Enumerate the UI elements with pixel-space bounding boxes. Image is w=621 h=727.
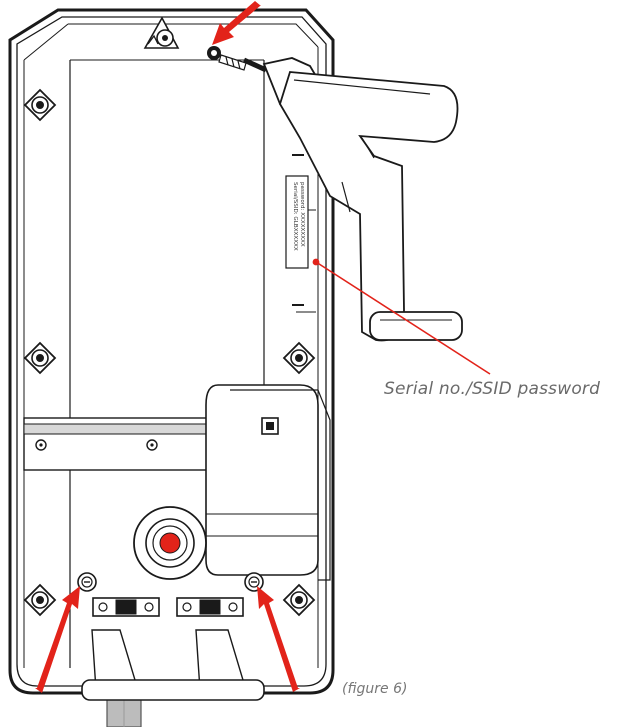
bottom-glands [81, 597, 265, 701]
round-connector [133, 506, 207, 580]
din-rail [23, 417, 209, 471]
mounting-bosses [23, 88, 316, 617]
bottom-screws [77, 572, 264, 592]
sticker-line2: password: XXXXXXXXX [299, 182, 305, 247]
serial-sticker: Serial/SSID: GLBXXXXXX password: XXXXXXX… [285, 175, 309, 269]
serial-password-label: Serial no./SSID password [384, 379, 601, 399]
figure-caption: (figure 6) [342, 681, 408, 697]
red-arrow-icon [35, 1, 300, 693]
screw-icon [207, 46, 247, 71]
serial-callout-leader [312, 258, 491, 375]
cable-holder [205, 384, 331, 581]
top-mounting-clip [143, 16, 180, 49]
sticker-line1: Serial/SSID: GLBXXXXXX [292, 182, 298, 251]
screwdriver-icon [242, 57, 463, 342]
